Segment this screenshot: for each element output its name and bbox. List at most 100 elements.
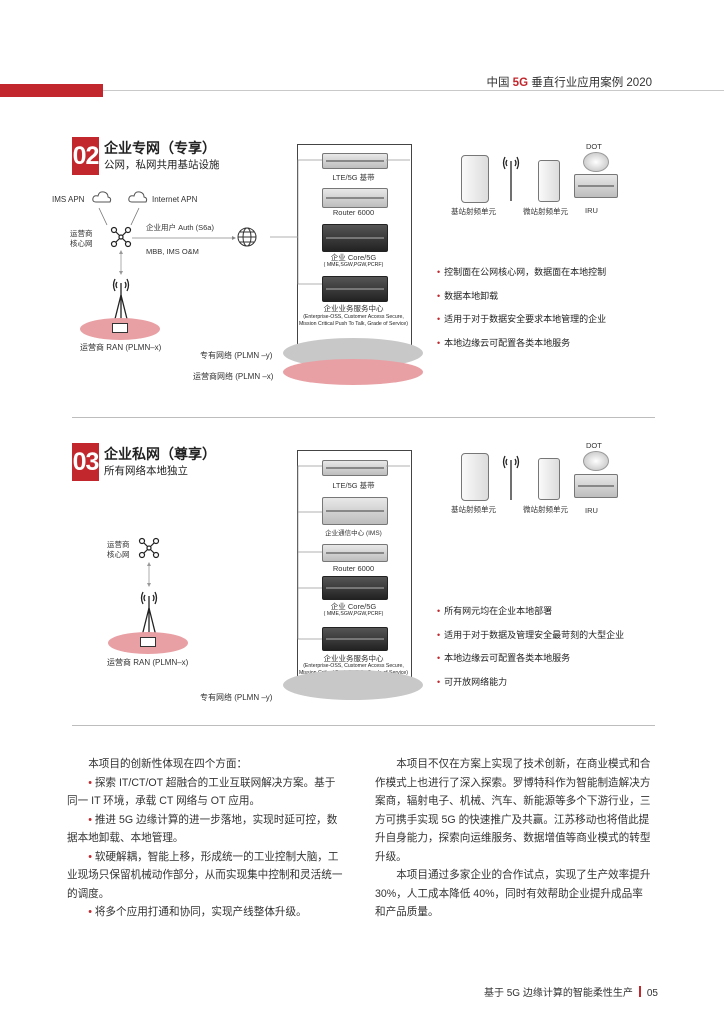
paragraph: 本项目的创新性体现在四个方面： — [88, 758, 248, 770]
rack-connectors — [270, 159, 410, 285]
page-footer: 基于 5G 边缘计算的智能柔性生产 05 — [484, 984, 658, 999]
paragraph: • 将多个应用打通和协同，实现产线整体升级。 — [88, 906, 307, 918]
globe-icon — [237, 227, 257, 247]
list-item: •数据本地卸载 — [437, 290, 499, 301]
header-rule — [103, 90, 724, 91]
rack-item-label: LTE/5G 基带 — [332, 173, 375, 182]
list-item: •本地边缘云可配置各类本地服务 — [437, 337, 571, 348]
rack-item-label: Router 6000 — [332, 208, 375, 217]
section-divider — [72, 417, 655, 418]
rack-item-label: 企业业务服务中心 — [323, 304, 384, 313]
service-server-device — [322, 627, 388, 651]
dot-label: DOT — [586, 441, 602, 450]
baseband-device — [322, 460, 388, 476]
paragraph: • 软硬解耦，智能上移，形成统一的工业控制大脑，工业现场只保留机械动作部分，从而… — [67, 850, 343, 900]
private-network-label: 专有网络 (PLMN –y) — [200, 693, 273, 702]
iru-label: IRU — [585, 506, 598, 515]
rack-item-label: 企业业务服务中心 — [323, 654, 384, 663]
antenna-tower-icon — [140, 591, 158, 637]
private-network-ellipse — [283, 670, 423, 700]
core-server-device — [322, 224, 388, 252]
ims-apn-label: IMS APN — [52, 195, 85, 204]
list-item: •所有网元均在企业本地部署 — [437, 606, 553, 616]
base-station-rf-unit — [461, 453, 489, 501]
list-item: •可开放网络能力 — [437, 676, 508, 687]
operator-network-label: 运营商网络 (PLMN –x) — [193, 372, 274, 381]
ims-device — [322, 497, 388, 525]
section-number: 02 — [72, 137, 99, 175]
baseband-device — [322, 153, 388, 169]
body-left-column: 本项目的创新性体现在四个方面： • 探索 IT/CT/OT 超融合的工业互联网解… — [67, 755, 345, 922]
rack-item-sub: (Enterprise-OSS, Customer Access Secure,… — [298, 314, 409, 327]
ran-label: 运营商 RAN (PLMN–x) — [107, 658, 189, 667]
rack-item-sub: ( MME,SGW,PGW,PCRF) — [323, 262, 384, 268]
rack-item-label: 企业 Core/5G — [330, 602, 377, 611]
list-item: •控制面在公网核心网，数据面在本地控制 — [437, 267, 607, 277]
paragraph: • 推进 5G 边缘计算的进一步落地，实现时延可控，数据本地卸载、本地管理。 — [67, 813, 338, 845]
base-station-label: 基站射频单元 — [451, 207, 496, 216]
core-network-label: 运营商 核心网 — [107, 540, 130, 559]
list-item: •适用于对于数据及管理安全最苛刻的大型企业 — [437, 629, 625, 640]
mbb-label: MBB, IMS O&M — [146, 247, 199, 256]
cloud-icon — [92, 191, 112, 203]
section-subtitle: 公网，私网共用基站设施 — [104, 159, 220, 171]
paragraph: 本项目通过多家企业的合作试点，实现了生产效率提升 30%，人工成本降低 40%，… — [375, 869, 651, 918]
list-item: •本地边缘云可配置各类本地服务 — [437, 653, 571, 663]
dot-device — [583, 152, 609, 172]
list-item: •适用于对于数据安全要求本地管理的企业 — [437, 314, 607, 324]
page-number: 05 — [646, 988, 658, 999]
rack-item-label: LTE/5G 基带 — [332, 481, 375, 490]
core-to-internet-arrow — [132, 236, 236, 240]
iru-label: IRU — [585, 206, 598, 215]
dot-device — [583, 451, 609, 471]
page-header-title: 中国 5G 垂直行业应用案例 2020 — [486, 77, 652, 89]
rack-item-sub: ( MME,SGW,PGW,PCRF) — [323, 611, 384, 617]
router-device — [322, 188, 388, 208]
base-station-rf-unit — [461, 155, 489, 203]
core-ran-arrow — [119, 250, 123, 275]
micro-station-label: 微站射频单元 — [523, 505, 568, 514]
iru-device — [574, 174, 618, 198]
base-station-label: 基站射频单元 — [451, 505, 496, 514]
header-accent-bar — [0, 84, 103, 97]
service-server-device — [322, 276, 388, 302]
section-title: 企业专网（专享） — [104, 140, 216, 156]
antenna-tower-icon — [502, 156, 520, 201]
dot-label: DOT — [586, 142, 602, 151]
ran-box-icon — [112, 323, 128, 333]
core-ran-arrow — [147, 562, 151, 587]
micro-station-rf-unit — [538, 458, 560, 500]
cloud-icon — [128, 191, 148, 203]
footer-title: 基于 5G 边缘计算的智能柔性生产 — [483, 988, 633, 999]
core-network-label: 运营商 核心网 — [70, 229, 93, 248]
operator-network-ellipse — [283, 359, 423, 385]
private-network-label: 专有网络 (PLMN –y) — [200, 351, 273, 360]
rack-item-label: Router 6000 — [332, 564, 375, 573]
feature-list: •所有网元均在企业本地部署 •适用于对于数据及管理安全最苛刻的大型企业 •本地边… — [437, 604, 624, 698]
rack-item-label: 企业 Core/5G — [330, 253, 377, 262]
section-divider — [72, 725, 655, 726]
micro-station-label: 微站射频单元 — [523, 207, 568, 216]
rack-connectors — [297, 465, 410, 640]
paragraph: 本项目不仅在方案上实现了技术创新，在商业模式和合作模式上也进行了深入探索。罗博特… — [375, 758, 651, 863]
core-network-icon — [138, 537, 160, 559]
section-title: 企业私网（尊享） — [104, 446, 216, 462]
ran-label: 运营商 RAN (PLMN–x) — [80, 343, 162, 352]
section-subtitle: 所有网络本地独立 — [104, 465, 188, 477]
router-device — [322, 544, 388, 562]
footer-divider — [638, 986, 641, 997]
rack-item-label: 企业通信中心 (IMS) — [325, 530, 382, 537]
ran-box-icon — [140, 637, 156, 647]
auth-label: 企业用户 Auth (S6a) — [146, 223, 214, 232]
iru-device — [574, 474, 618, 498]
core-network-icon — [110, 226, 132, 248]
apn-arrows — [98, 207, 140, 226]
body-right-column: 本项目不仅在方案上实现了技术创新，在商业模式和合作模式上也进行了深入探索。罗博特… — [375, 755, 653, 922]
core-server-device — [322, 576, 388, 600]
paragraph: • 探索 IT/CT/OT 超融合的工业互联网解决方案。基于同一 IT 环境，承… — [67, 776, 336, 808]
internet-apn-label: Internet APN — [152, 195, 198, 204]
micro-station-rf-unit — [538, 160, 560, 202]
antenna-tower-icon — [502, 455, 520, 500]
section-number: 03 — [72, 443, 99, 481]
feature-list: •控制面在公网核心网，数据面在本地控制 •数据本地卸载 •适用于对于数据安全要求… — [437, 265, 606, 359]
